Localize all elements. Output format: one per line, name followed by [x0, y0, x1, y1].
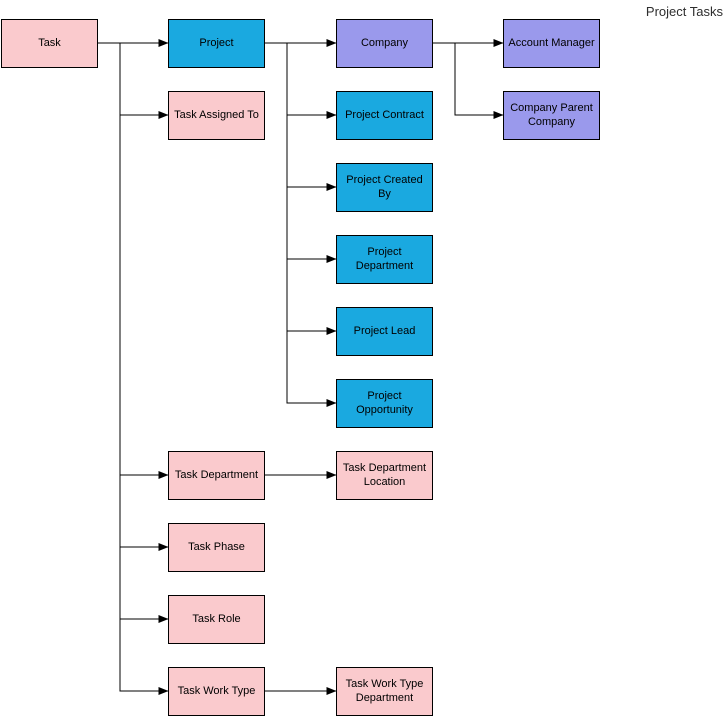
node-company[interactable]: Company — [336, 19, 433, 68]
node-label: Project Lead — [353, 324, 416, 337]
node-project-contract[interactable]: Project Contract — [336, 91, 433, 140]
node-label: Task — [38, 36, 61, 49]
diagram-title: Project Tasks — [645, 4, 723, 19]
node-task-role[interactable]: Task Role — [168, 595, 265, 644]
node-label: Company Parent Company — [510, 102, 593, 128]
node-project-department[interactable]: Project Department — [336, 235, 433, 284]
edge-project-to-project-department — [264, 42, 337, 263]
edge-company-to-company-parent-company — [432, 42, 504, 119]
edge-task-to-task-assigned-to — [97, 42, 169, 119]
node-account-manager[interactable]: Account Manager — [503, 19, 600, 68]
edge-task-to-task-phase — [97, 42, 169, 551]
node-label: Task Department — [174, 468, 259, 481]
node-project-lead[interactable]: Project Lead — [336, 307, 433, 356]
node-label: Company — [360, 36, 409, 49]
node-project[interactable]: Project — [168, 19, 265, 68]
node-label: Task Assigned To — [174, 108, 259, 121]
node-label: Project Opportunity — [356, 390, 413, 416]
node-task-work-type[interactable]: Task Work Type — [168, 667, 265, 716]
node-task-department[interactable]: Task Department — [168, 451, 265, 500]
node-task-assigned-to[interactable]: Task Assigned To — [168, 91, 265, 140]
node-label: Project — [199, 36, 234, 49]
node-project-opportunity[interactable]: Project Opportunity — [336, 379, 433, 428]
node-task-work-type-department[interactable]: Task Work Type Department — [336, 667, 433, 716]
node-task-department-location[interactable]: Task Department Location — [336, 451, 433, 500]
node-label: Task Work Type — [177, 684, 256, 697]
node-label: Task Work Type Department — [345, 678, 424, 704]
node-label: Project Contract — [345, 108, 424, 121]
node-label: Account Manager — [508, 36, 595, 49]
node-label: Task Department Location — [342, 462, 427, 488]
edge-task-to-task-role — [97, 42, 169, 623]
node-task[interactable]: Task — [1, 19, 98, 68]
node-label: Project Department — [355, 246, 414, 272]
edge-project-to-project-opportunity — [264, 42, 337, 407]
node-label: Task Role — [192, 612, 241, 625]
edge-project-to-project-contract — [264, 42, 337, 119]
edge-task-to-task-work-type — [97, 42, 169, 695]
edge-task-to-task-department — [97, 42, 169, 479]
node-project-created-by[interactable]: Project Created By — [336, 163, 433, 212]
node-label: Task Phase — [188, 540, 245, 553]
node-label: Project Created By — [346, 174, 423, 200]
node-company-parent-company[interactable]: Company Parent Company — [503, 91, 600, 140]
node-task-phase[interactable]: Task Phase — [168, 523, 265, 572]
